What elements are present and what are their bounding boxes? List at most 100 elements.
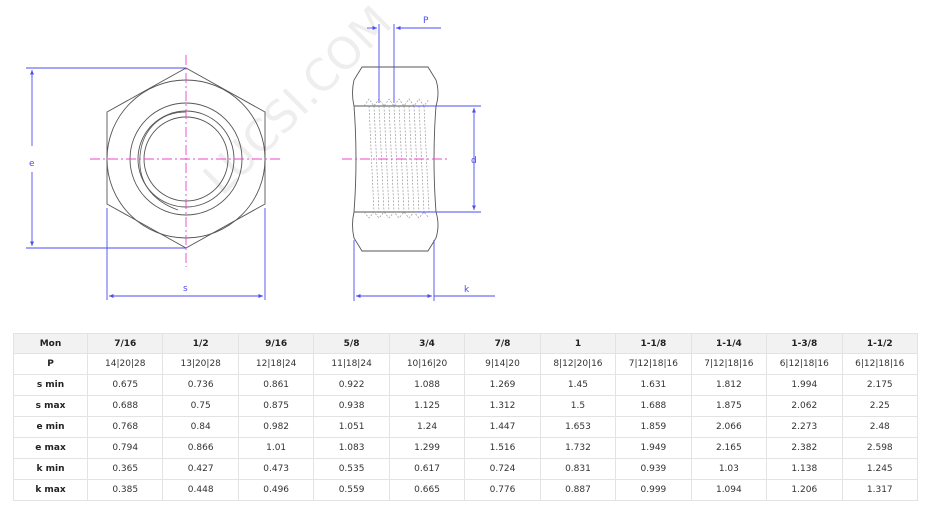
table-row: k max 0.385 0.448 0.496 0.559 0.665 0.77… (13, 479, 919, 501)
table-cell: 1.45 (539, 374, 617, 396)
table-cell: 0.982 (237, 416, 315, 438)
table-cell: 0.496 (237, 479, 315, 501)
dimension-label-s: s (183, 284, 188, 294)
table-cell: 0.794 (86, 437, 164, 459)
table-cell: 1.653 (539, 416, 617, 438)
table-cell: 1.812 (690, 374, 768, 396)
dimension-label-k: k (464, 285, 470, 295)
table-cell: 0.776 (464, 479, 541, 501)
table-cell: 1.516 (464, 437, 541, 459)
table-row: k min 0.365 0.427 0.473 0.535 0.617 0.72… (13, 458, 919, 480)
table-cell: 1.447 (464, 416, 541, 438)
header-label: Mon (13, 333, 88, 354)
table-cell: 6|12|18|16 (841, 353, 919, 375)
table-cell: 0.768 (86, 416, 164, 438)
table-cell: 2.066 (690, 416, 768, 438)
table-row: P 14|20|28 13|20|28 12|18|24 11|18|24 10… (13, 353, 919, 375)
table-cell: 2.165 (690, 437, 768, 459)
size-header: 3/4 (388, 333, 466, 354)
table-cell: 2.175 (841, 374, 919, 396)
table-cell: 1.125 (388, 395, 466, 417)
table-cell: 2.598 (841, 437, 919, 459)
dimension-spec-table: Mon 7/16 1/2 9/16 5/8 3/4 7/8 1 1-1/8 1-… (13, 333, 919, 501)
table-cell: 0.922 (313, 374, 390, 396)
table-cell: 0.365 (86, 458, 164, 480)
table-cell: 0.84 (162, 416, 239, 438)
table-cell: 2.48 (841, 416, 919, 438)
table-cell: 1.01 (237, 437, 315, 459)
table-cell: 8|12|20|16 (539, 353, 617, 375)
table-cell: 1.312 (464, 395, 541, 417)
table-cell: 2.25 (841, 395, 919, 417)
size-header: 7/8 (464, 333, 541, 354)
row-label: s min (13, 374, 88, 396)
table-cell: 0.473 (237, 458, 315, 480)
table-row: e max 0.794 0.866 1.01 1.083 1.299 1.516… (13, 437, 919, 459)
table-cell: 0.665 (388, 479, 466, 501)
front-dimensions (26, 67, 266, 300)
table-cell: 1.732 (539, 437, 617, 459)
table-cell: 0.75 (162, 395, 239, 417)
table-cell: 11|18|24 (313, 353, 390, 375)
table-cell: 12|18|24 (237, 353, 315, 375)
table-cell: 0.999 (615, 479, 692, 501)
row-label: s max (13, 395, 88, 417)
table-cell: 0.559 (313, 479, 390, 501)
dimension-label-d: d (471, 156, 477, 166)
dimension-label-e: e (29, 159, 35, 169)
row-label: k max (13, 479, 88, 501)
table-cell: 0.866 (162, 437, 239, 459)
size-header: 7/16 (86, 333, 164, 354)
table-row: s min 0.675 0.736 0.861 0.922 1.088 1.26… (13, 374, 919, 396)
table-cell: 1.03 (690, 458, 768, 480)
size-header: 5/8 (313, 333, 390, 354)
table-cell: 0.617 (388, 458, 466, 480)
table-cell: 1.949 (615, 437, 692, 459)
table-cell: 2.062 (766, 395, 843, 417)
size-header: 9/16 (237, 333, 315, 354)
table-cell: 7|12|18|16 (690, 353, 768, 375)
table-cell: 6|12|18|16 (766, 353, 843, 375)
table-cell: 0.448 (162, 479, 239, 501)
table-cell: 2.273 (766, 416, 843, 438)
table-cell: 13|20|28 (162, 353, 239, 375)
table-cell: 0.861 (237, 374, 315, 396)
table-cell: 0.535 (313, 458, 390, 480)
table-cell: 1.269 (464, 374, 541, 396)
row-label: e max (13, 437, 88, 459)
size-header: 1/2 (162, 333, 239, 354)
table-cell: 0.427 (162, 458, 239, 480)
table-cell: 1.24 (388, 416, 466, 438)
table-cell: 1.299 (388, 437, 466, 459)
table-cell: 1.317 (841, 479, 919, 501)
table-cell: 14|20|28 (86, 353, 164, 375)
side-dimensions (353, 24, 495, 301)
table-cell: 1.083 (313, 437, 390, 459)
table-cell: 0.887 (539, 479, 617, 501)
table-cell: 1.094 (690, 479, 768, 501)
table-cell: 1.138 (766, 458, 843, 480)
table-cell: 0.385 (86, 479, 164, 501)
table-row: e min 0.768 0.84 0.982 1.051 1.24 1.447 … (13, 416, 919, 438)
table-cell: 0.939 (615, 458, 692, 480)
table-cell: 1.245 (841, 458, 919, 480)
table-cell: 7|12|18|16 (615, 353, 692, 375)
size-header: 1-1/4 (690, 333, 768, 354)
table-cell: 1.206 (766, 479, 843, 501)
size-header: 1-1/8 (615, 333, 692, 354)
table-cell: 0.688 (86, 395, 164, 417)
thread-lines (363, 98, 430, 219)
size-header: 1-3/8 (766, 333, 843, 354)
table-cell: 1.875 (690, 395, 768, 417)
table-cell: 2.382 (766, 437, 843, 459)
table-cell: 0.938 (313, 395, 390, 417)
table-cell: 0.724 (464, 458, 541, 480)
table-cell: 1.994 (766, 374, 843, 396)
row-label: P (13, 353, 88, 375)
size-header: 1-1/2 (841, 333, 919, 354)
table-cell: 10|16|20 (388, 353, 466, 375)
table-cell: 1.088 (388, 374, 466, 396)
hex-nut-technical-drawing: LUCSI.COM e s (26, 0, 495, 301)
size-header: 1 (539, 333, 617, 354)
table-cell: 0.875 (237, 395, 315, 417)
